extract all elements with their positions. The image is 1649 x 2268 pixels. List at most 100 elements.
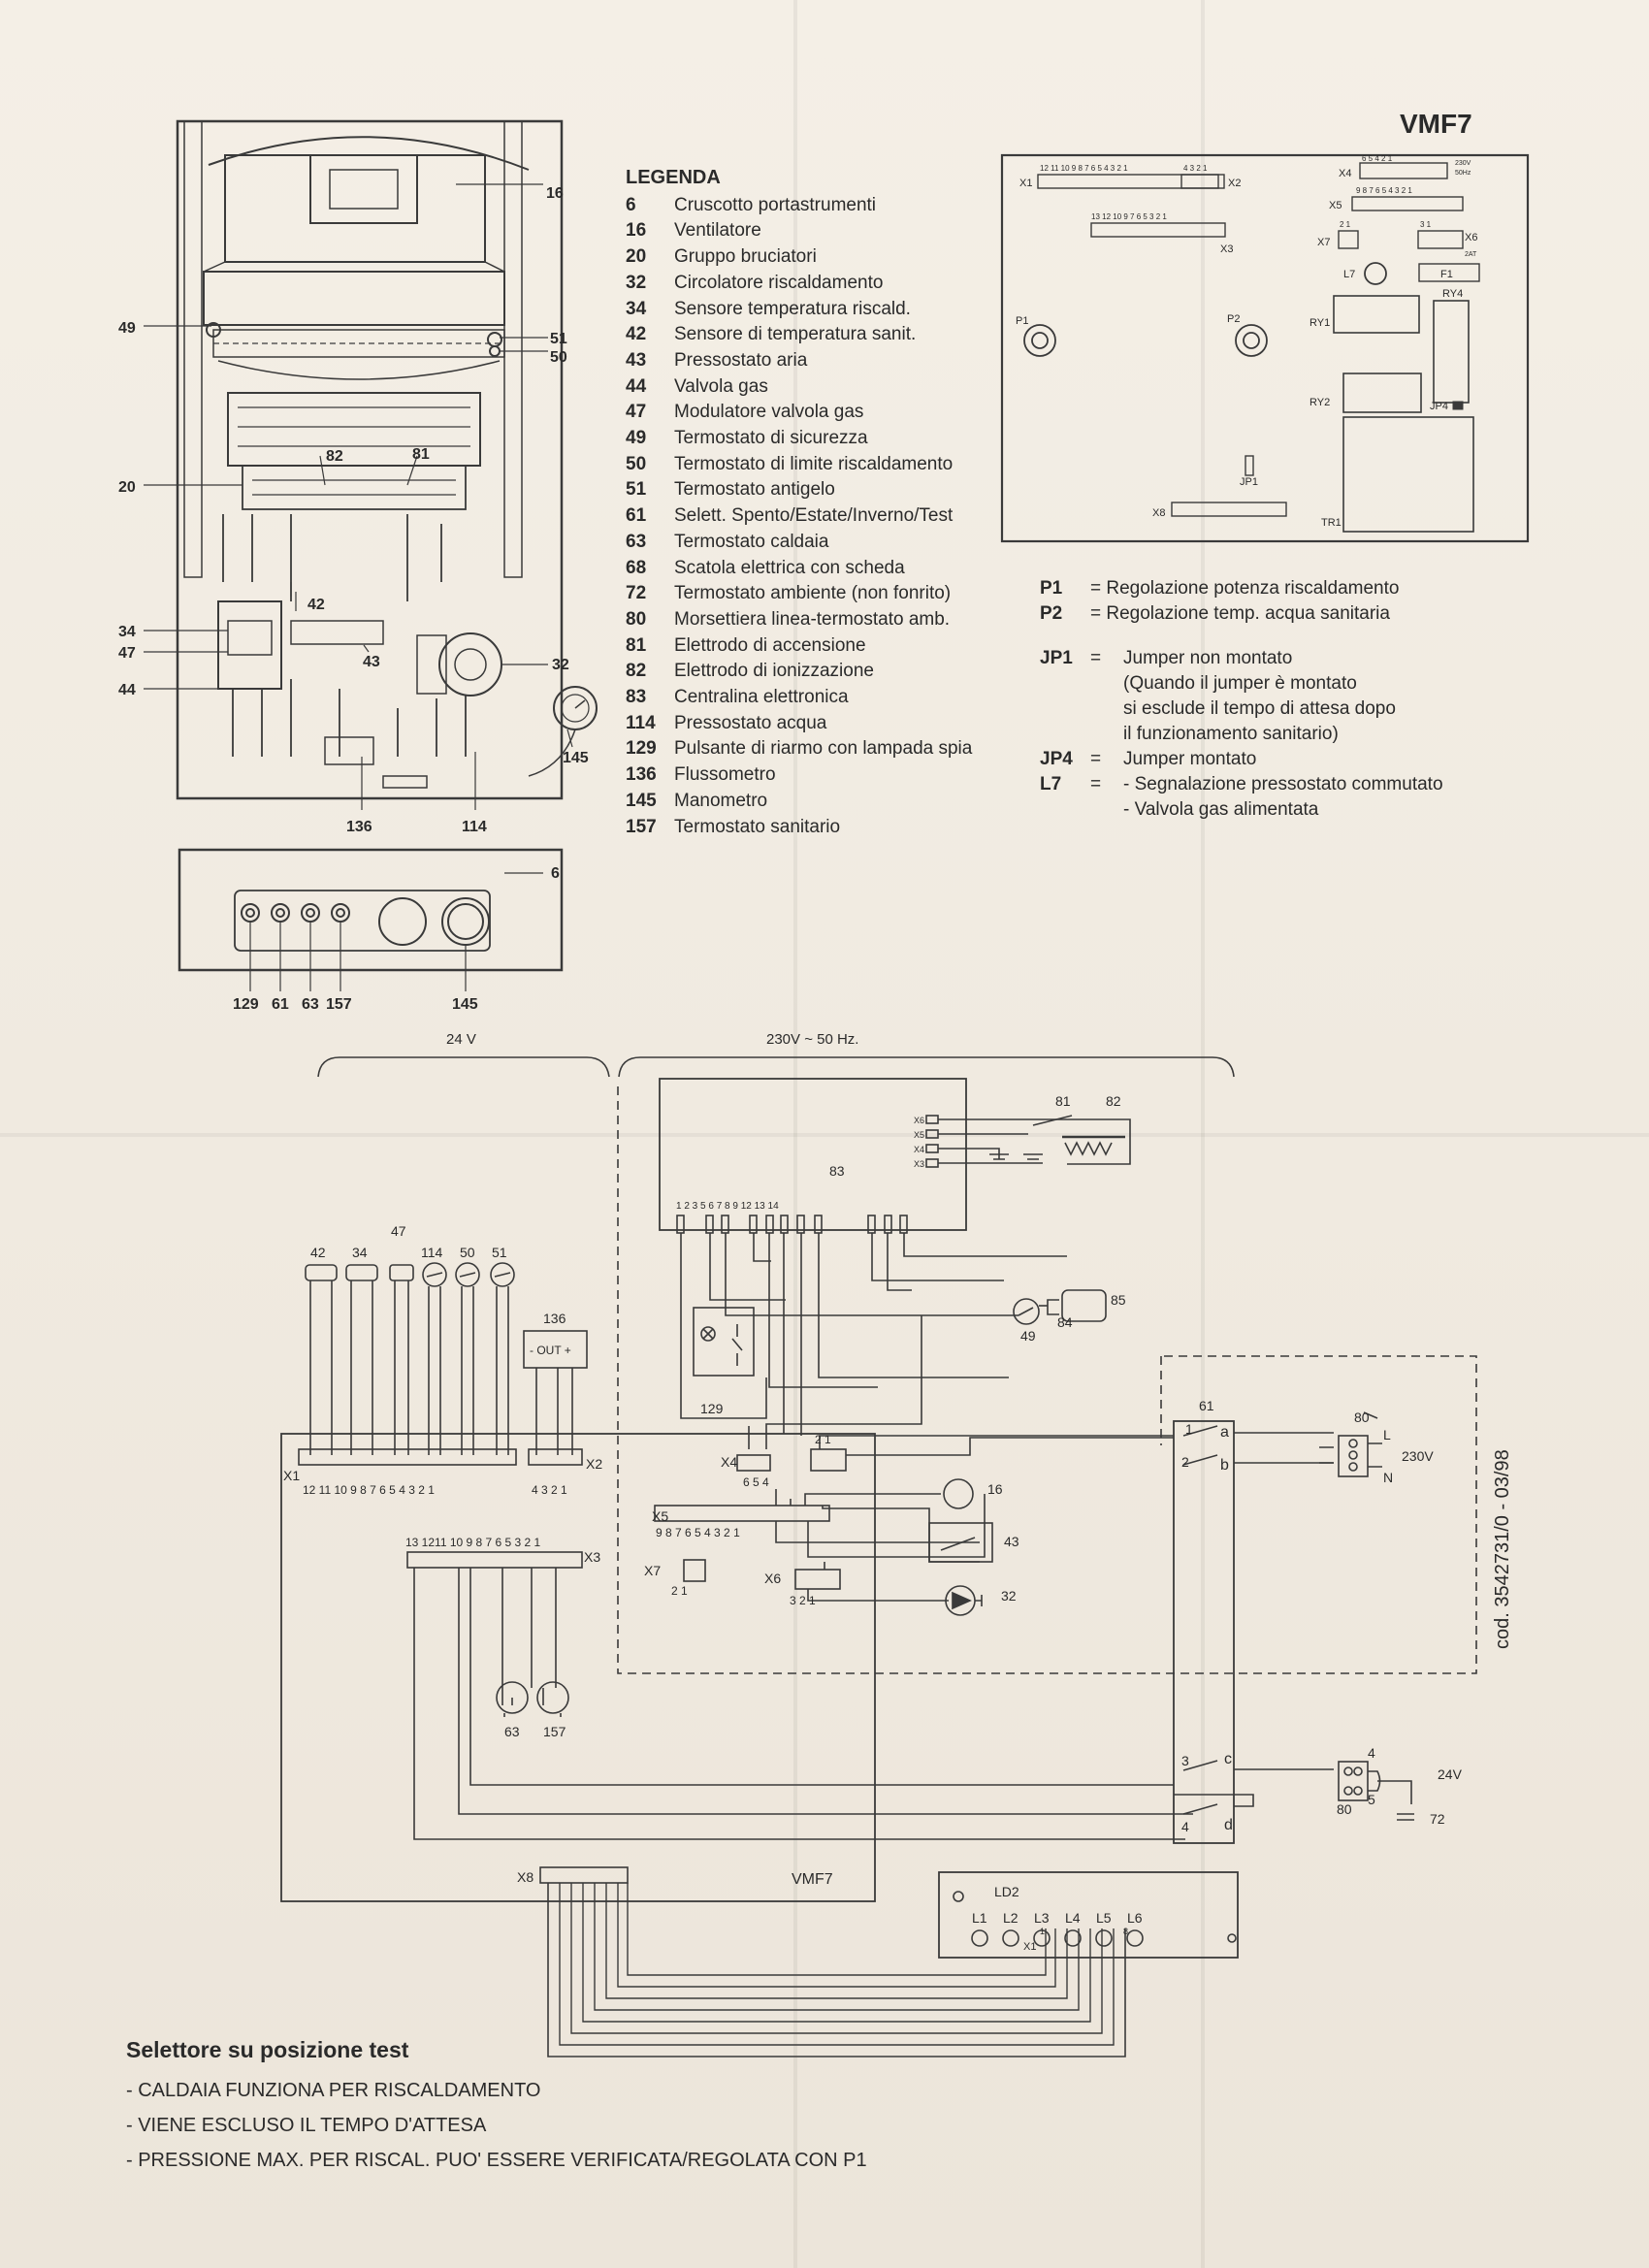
board-label: VMF7 [792, 1871, 833, 1888]
conn-label: X7 [644, 1563, 661, 1578]
legend-text: Elettrodo di accensione [674, 634, 866, 656]
callout: 136 [346, 819, 372, 835]
callout: 157 [326, 996, 352, 1013]
note-text: il funzionamento sanitario) [1123, 724, 1339, 744]
wiring-labels: 24 V 230V ~ 50 Hz. X6 X5 X4 X3 81 82 83 … [283, 1031, 1463, 1953]
legend-text: Manometro [674, 790, 768, 811]
legend-number: 68 [626, 557, 647, 578]
pin-numbers: 6 5 4 [743, 1475, 769, 1489]
note-p1: P1= Regolazione potenza riscaldamento [1040, 576, 1544, 601]
note-key: P2 [1040, 603, 1063, 624]
component-label: 136 [543, 1311, 566, 1326]
note-key: JP1 [1040, 648, 1073, 668]
led-label: L5 [1096, 1910, 1112, 1926]
pcb-label: F1 [1440, 269, 1453, 280]
pcb-pins: 3 1 [1420, 220, 1432, 229]
pcb-label: RY4 [1442, 288, 1463, 300]
pin-numbers: 12 11 10 9 8 7 6 5 4 3 2 1 [303, 1483, 435, 1497]
conn-label: X6 [764, 1571, 781, 1586]
legend-number: 72 [626, 583, 647, 604]
component-label: 114 [421, 1245, 443, 1260]
board-label: LD2 [994, 1884, 1019, 1899]
callout: 61 [272, 996, 289, 1013]
legend-number: 6 [626, 194, 636, 215]
terminal-label: 5 [1368, 1792, 1375, 1807]
callout: 42 [307, 597, 325, 613]
component-label: 230V [1402, 1448, 1434, 1464]
note-text: Jumper montato [1123, 749, 1257, 769]
note-eq: = [1090, 648, 1102, 668]
pcb-label: X2 [1228, 178, 1241, 189]
switch-contact: 4 [1181, 1819, 1189, 1834]
component-label: 61 [1199, 1398, 1214, 1413]
test-mode-notes: Selettore su posizione test - CALDAIA FU… [126, 2032, 999, 2178]
callout: 63 [302, 996, 319, 1013]
conn-label: X5 [652, 1508, 668, 1524]
legend-text: Cruscotto portastrumenti [674, 194, 877, 215]
callout: 114 [462, 819, 487, 835]
pin-numbers: 4 3 2 1 [532, 1483, 567, 1497]
legend-text: Elettrodo di ionizzazione [674, 661, 874, 682]
pcb-labels: X1 12 11 10 9 8 7 6 5 4 3 2 1 4 3 2 1 X2… [1016, 154, 1477, 529]
pcb-label: JP4 [1430, 401, 1448, 412]
legend-item: 72 Termostato ambiente (non fonrito) [626, 581, 1033, 607]
legend-number: 63 [626, 531, 647, 552]
pin-numbers: 1 2 3 5 6 7 8 9 12 13 14 [676, 1201, 779, 1212]
legend-number: 129 [626, 738, 657, 760]
legend-text: Ventilatore [674, 220, 761, 242]
legend-text: Termostato sanitario [674, 816, 841, 837]
pcb-layout [1000, 153, 1530, 543]
pcb-label: P2 [1227, 313, 1240, 325]
led-label: L2 [1003, 1910, 1018, 1926]
callout: 50 [550, 349, 567, 366]
conn-label: X1 [283, 1468, 300, 1483]
boiler-callouts: 16 49 51 50 82 81 20 42 34 47 43 32 44 1… [118, 185, 589, 1013]
callout: 47 [118, 645, 136, 662]
component-label: 80 [1337, 1801, 1352, 1817]
component-label: 47 [391, 1223, 406, 1239]
legend-text: Valvola gas [674, 375, 768, 397]
terminal-label: N [1383, 1470, 1393, 1485]
pcb-label: RY1 [1310, 317, 1330, 329]
legend-number: 49 [626, 428, 647, 449]
pcb-label: X4 [1339, 168, 1351, 179]
component-label: 129 [700, 1401, 724, 1416]
callout: 44 [118, 682, 136, 698]
footer-title: Selettore su posizione test [126, 2037, 409, 2062]
legend-text: Morsettiera linea-termostato amb. [674, 608, 951, 630]
legend-text: Sensore temperatura riscald. [674, 298, 911, 319]
document-code: cod. 3542731/0 - 03/98 [1492, 1449, 1513, 1649]
legend-text: Termostato ambiente (non fonrito) [674, 583, 952, 604]
legend-number: 114 [626, 712, 656, 733]
note-text: - Valvola gas alimentata [1123, 799, 1319, 820]
component-label: 85 [1111, 1292, 1126, 1308]
callout: 49 [118, 320, 136, 337]
callout: 6 [551, 865, 560, 882]
led-label: L3 [1034, 1910, 1050, 1926]
legend-text: Circolatore riscaldamento [674, 272, 884, 293]
legend-number: 20 [626, 246, 647, 268]
legend-number: 32 [626, 272, 647, 293]
conn-label: X3 [914, 1159, 924, 1169]
switch-contact: 1 [1185, 1421, 1193, 1437]
component-label: 51 [492, 1245, 507, 1260]
pcb-label: TR1 [1321, 517, 1342, 529]
legend-number: 82 [626, 661, 647, 682]
switch-contact: 2 [1181, 1454, 1189, 1470]
voltage-label: 24 V [446, 1031, 476, 1048]
pcb-pins: 13 12 10 9 7 6 5 3 2 1 [1091, 212, 1167, 221]
component-label: 83 [829, 1163, 845, 1179]
pcb-label: X3 [1220, 243, 1233, 255]
legend-number: 34 [626, 298, 647, 319]
component-label: - OUT + [530, 1344, 571, 1357]
switch-contact: d [1224, 1817, 1233, 1833]
